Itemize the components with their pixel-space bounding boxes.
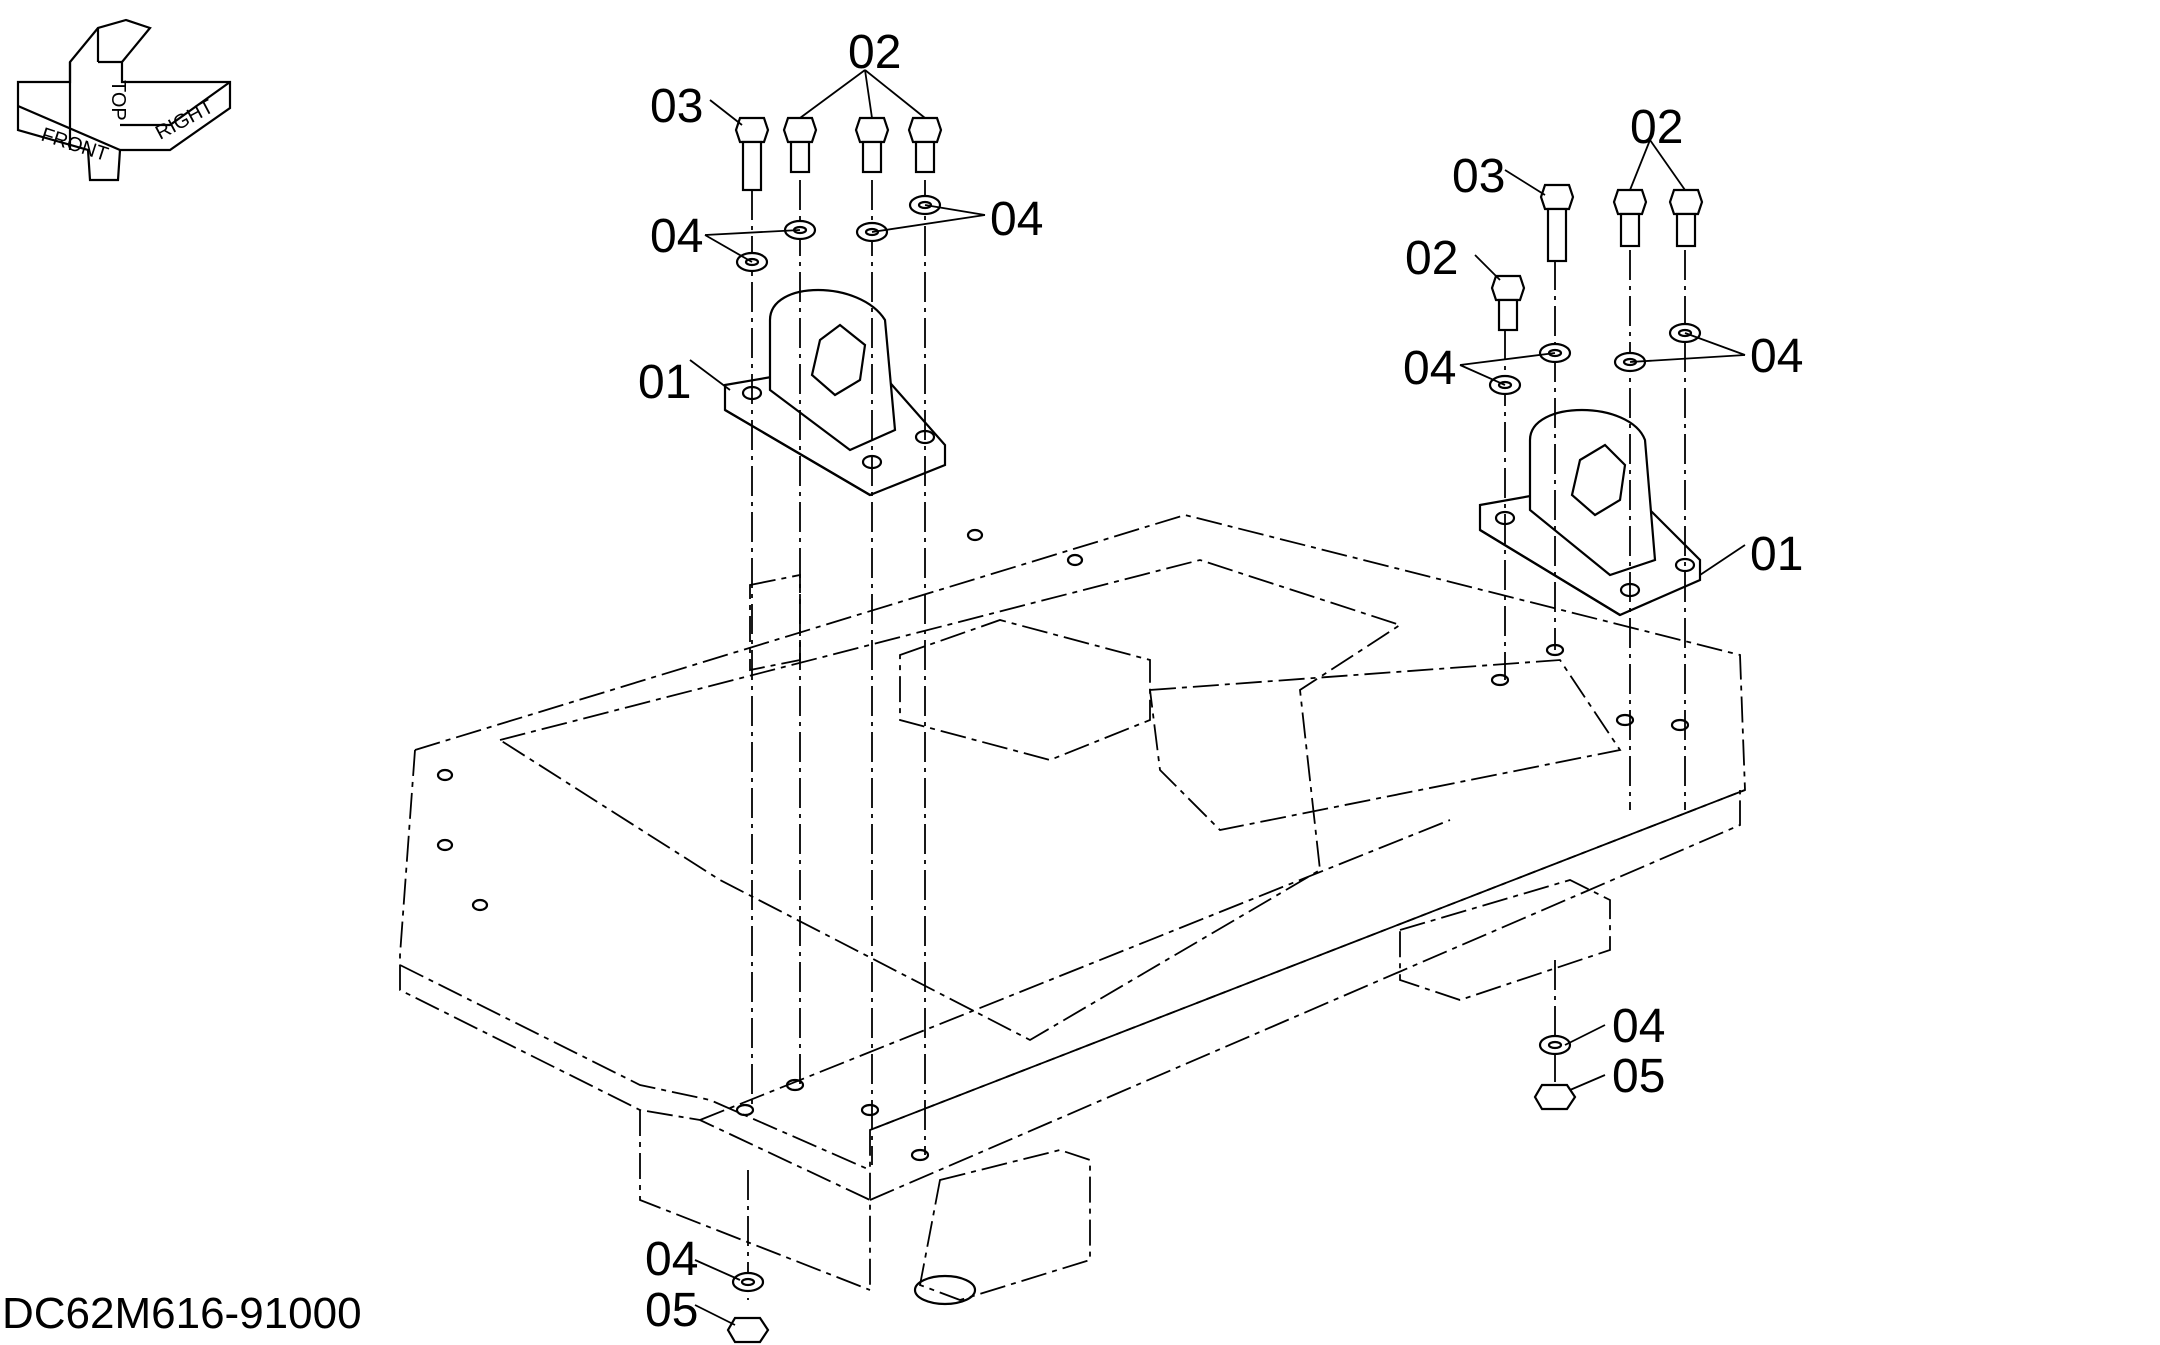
callout-04-right-c: 04 — [1612, 1000, 1665, 1053]
callout-02-right-a: 02 — [1630, 101, 1683, 154]
callout-01-left: 01 — [638, 356, 691, 409]
callout-02-right-b: 02 — [1405, 232, 1458, 285]
callout-03-left: 03 — [650, 80, 703, 133]
left-bolts — [734, 116, 943, 192]
right-leader-lines — [1459, 139, 1746, 1091]
top-label: TOP — [107, 80, 129, 121]
right-label: RIGHT — [152, 96, 217, 145]
left-leader-lines — [689, 69, 986, 1326]
right-bolts — [1490, 183, 1704, 332]
right-lifting-eye — [1478, 408, 1702, 617]
frame-body — [399, 514, 1746, 1306]
callout-04-left-a: 04 — [650, 210, 703, 263]
frame-holes — [436, 528, 1690, 1162]
callout-04-right-a: 04 — [1403, 342, 1456, 395]
left-centre-lines — [747, 180, 926, 1300]
callout-02-left: 02 — [848, 26, 901, 79]
callout-01-right: 01 — [1750, 528, 1803, 581]
left-nut — [726, 1316, 770, 1344]
drawing-doc-id: DC62M616-91000 — [2, 1289, 362, 1338]
right-centre-lines — [1504, 250, 1686, 1100]
left-lifting-eye — [723, 288, 947, 497]
callout-05-right: 05 — [1612, 1050, 1665, 1103]
callout-04-right-b: 04 — [1750, 330, 1803, 383]
callout-05-left: 05 — [645, 1284, 698, 1337]
orientation-indicator: FRONT TOP RIGHT — [16, 18, 232, 182]
callout-04-left-b: 04 — [990, 193, 1043, 246]
right-nut — [1533, 1083, 1577, 1111]
callout-03-right: 03 — [1452, 150, 1505, 203]
callout-04-left-c: 04 — [645, 1233, 698, 1286]
